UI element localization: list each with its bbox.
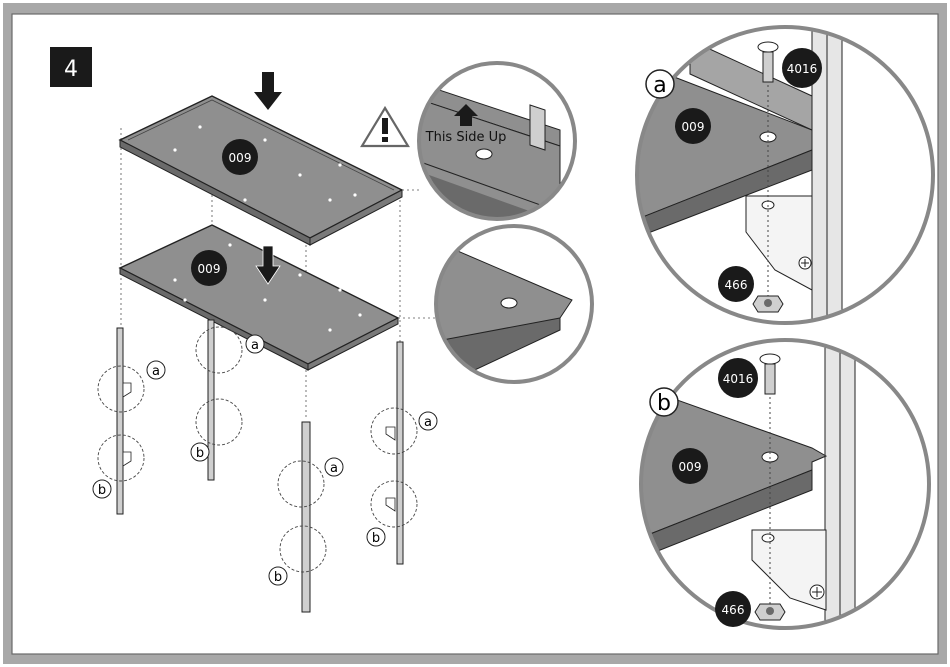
screw-badge-a: 4016 <box>782 48 822 88</box>
panel-part-number-b: 009 <box>679 460 702 474</box>
detail-b-letter: b <box>657 391 671 416</box>
screw-icon <box>763 52 773 82</box>
label-b-2: b <box>191 443 209 461</box>
nut-badge-b: 466 <box>715 591 751 627</box>
label-text: a <box>152 364 160 379</box>
lower-panel-badge: 009 <box>191 250 227 286</box>
label-text: a <box>251 338 259 353</box>
detail-b-label: b <box>650 388 678 416</box>
lower-panel-part-number: 009 <box>198 262 221 276</box>
label-b-3: b <box>269 567 287 585</box>
screw-part-number-b: 4016 <box>723 372 754 386</box>
nut-icon <box>753 296 783 312</box>
label-text: b <box>372 531 380 546</box>
label-a-3: a <box>325 458 343 476</box>
nut-part-number-a: 466 <box>725 278 748 292</box>
panel-part-number-a: 009 <box>682 120 705 134</box>
label-a-2: a <box>246 335 264 353</box>
label-a-4: a <box>419 412 437 430</box>
upper-panel-badge: 009 <box>222 139 258 175</box>
label-text: a <box>330 461 338 476</box>
this-side-up-text: This Side Up <box>425 130 507 145</box>
panel-badge-a: 009 <box>675 108 711 144</box>
post-front-left <box>117 328 123 514</box>
screw-badge-b: 4016 <box>718 358 758 398</box>
label-b-4: b <box>367 528 385 546</box>
post-front-center <box>302 422 310 612</box>
nut-icon <box>755 604 785 620</box>
upper-panel-part-number: 009 <box>229 151 252 165</box>
step-number-badge: 4 <box>50 47 92 87</box>
label-a-1: a <box>147 361 165 379</box>
panel-badge-b: 009 <box>672 448 708 484</box>
nut-badge-a: 466 <box>718 266 754 302</box>
step-number: 4 <box>64 57 78 82</box>
label-b-1: b <box>93 480 111 498</box>
nut-part-number-b: 466 <box>722 603 745 617</box>
label-text: b <box>98 483 106 498</box>
screw-icon <box>765 364 775 394</box>
detail-a-letter: a <box>653 73 666 98</box>
label-text: b <box>196 446 204 461</box>
label-text: a <box>424 415 432 430</box>
screw-part-number-a: 4016 <box>787 62 818 76</box>
label-text: b <box>274 570 282 585</box>
detail-a-label: a <box>646 70 674 98</box>
